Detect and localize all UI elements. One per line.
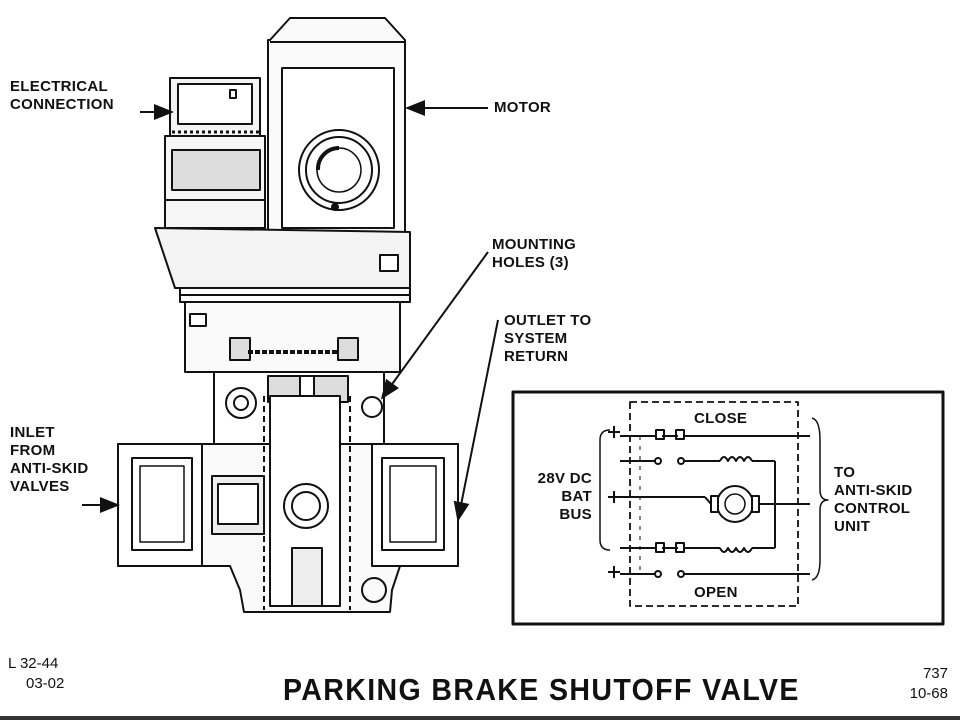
diagram-title: PARKING BRAKE SHUTOFF VALVE xyxy=(283,672,800,707)
reference-left: L 32-44 03-02 xyxy=(8,655,65,692)
schematic-close-label: CLOSE xyxy=(694,410,748,427)
mounting-holes-leader xyxy=(380,251,489,400)
outlet-leader xyxy=(453,319,499,522)
electrical-connector xyxy=(164,77,266,229)
label-inlet: INLET FROM ANTI-SKID VALVES xyxy=(10,424,89,495)
motor-housing xyxy=(267,17,406,233)
schematic-open-label: OPEN xyxy=(694,584,738,601)
valve-body xyxy=(117,395,459,613)
label-electrical-connection: ELECTRICAL CONNECTION xyxy=(10,78,114,113)
label-motor: MOTOR xyxy=(494,99,552,116)
schematic-destination-label: TO ANTI-SKID CONTROL UNIT xyxy=(834,464,913,535)
reference-right: 737 10-68 xyxy=(909,665,948,702)
bottom-border xyxy=(0,716,960,720)
label-mounting-holes: MOUNTING HOLES (3) xyxy=(492,236,577,271)
schematic-supply-label: 28V DC BAT BUS xyxy=(537,470,592,523)
label-outlet: OUTLET TO SYSTEM RETURN xyxy=(504,312,592,365)
wiring-schematic xyxy=(511,390,945,626)
